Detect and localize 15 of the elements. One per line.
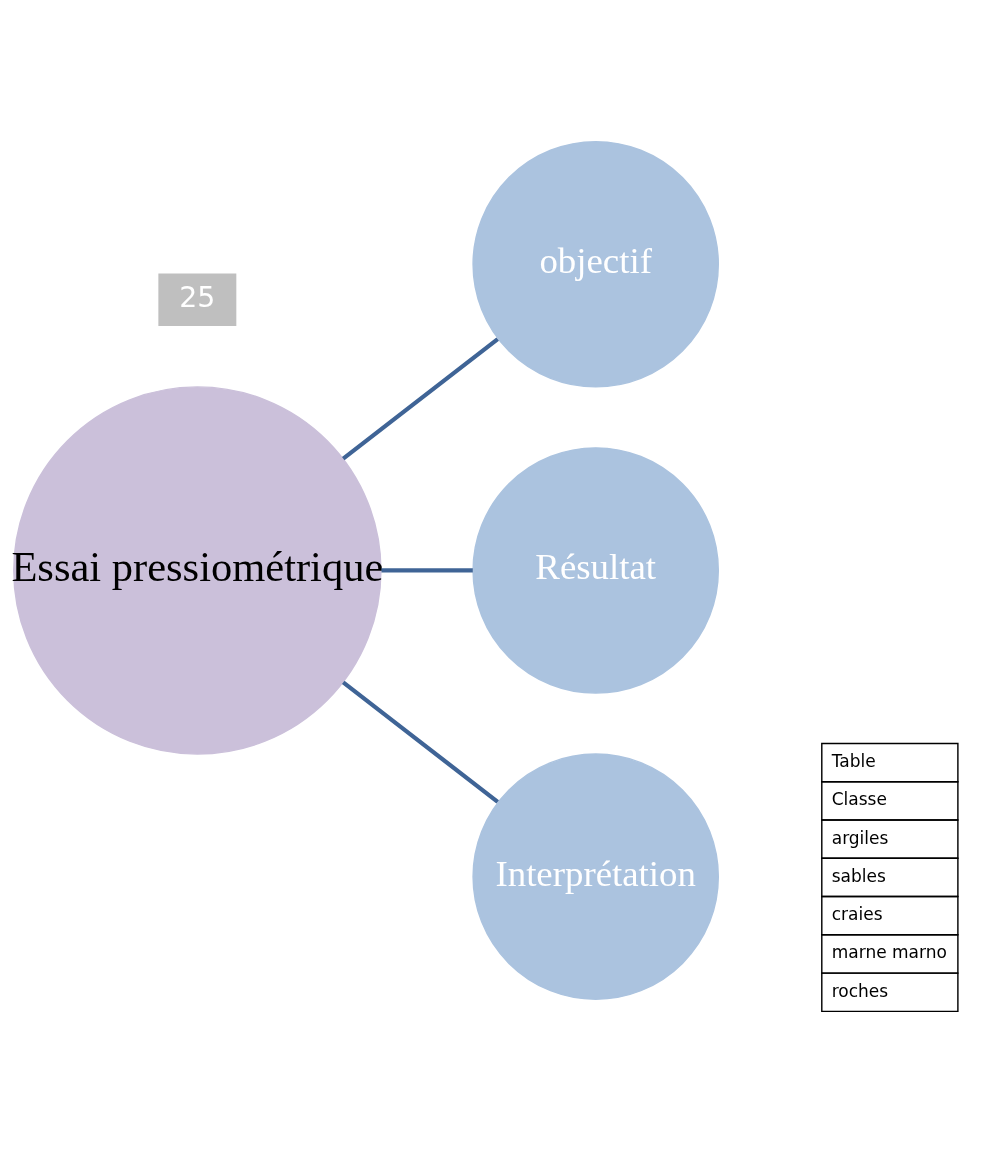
label: 25 [179, 280, 216, 314]
label: argiles [831, 827, 889, 848]
connector [341, 680, 499, 804]
label: Classe [831, 789, 887, 810]
label: marne marno [831, 942, 947, 963]
node-circle: Résultat [472, 447, 720, 694]
label: Table [831, 750, 876, 771]
node-circle: objectif [472, 140, 720, 388]
label: sables [831, 865, 886, 886]
connector [381, 568, 473, 573]
label: craies [831, 904, 883, 925]
connector [341, 337, 499, 461]
node-circle: Essai pressiométrique [13, 386, 382, 755]
label: roches [831, 980, 889, 1001]
node-circle: Interprétation [472, 753, 720, 1001]
